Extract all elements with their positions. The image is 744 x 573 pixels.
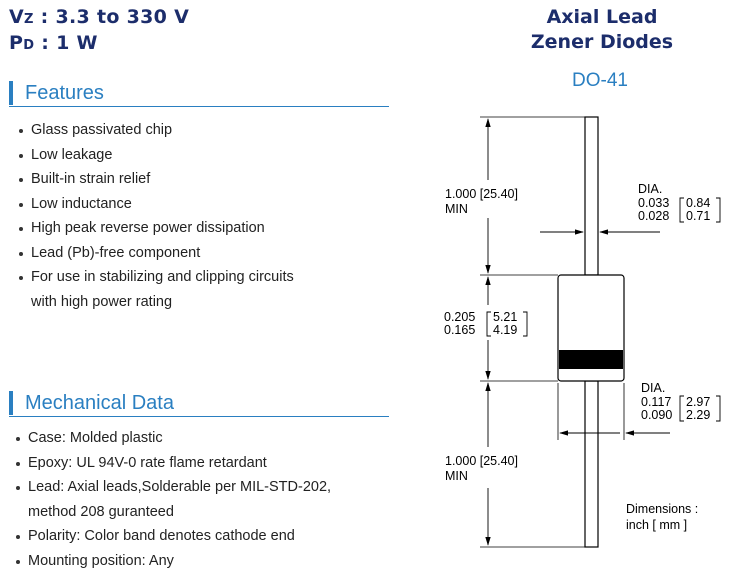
- lead-dia-inch-max: 0.033: [638, 196, 669, 210]
- pd-symbol: P: [9, 32, 24, 54]
- features-list: Glass passivated chip Low leakage Built-…: [17, 118, 294, 314]
- bullet-icon: [16, 437, 20, 441]
- title-line-1: Axial Lead: [546, 6, 658, 28]
- lead-dia-mm-max: 0.84: [686, 196, 710, 210]
- list-item: Epoxy: UL 94V-0 rate flame retardant: [14, 451, 331, 476]
- features-heading: Features: [25, 82, 104, 104]
- list-item: Mounting position: Any: [14, 549, 331, 573]
- bullet-icon: [19, 227, 23, 231]
- list-item: Case: Molded plastic: [14, 426, 331, 451]
- body-len-mm-min: 4.19: [493, 323, 517, 337]
- body-len-inch-min: 0.165: [444, 323, 475, 337]
- list-item: Lead (Pb)-free component: [17, 241, 294, 266]
- list-item: Low inductance: [17, 192, 294, 217]
- bullet-icon: [19, 178, 23, 182]
- body-dia-inch-min: 0.090: [641, 408, 672, 422]
- pd-spec: PD : 1 W: [9, 32, 98, 54]
- mm-bracket: [716, 395, 721, 422]
- bullet-icon: [19, 251, 23, 256]
- mm-bracket: [679, 395, 684, 422]
- lead-dia-label: DIA.: [638, 182, 662, 196]
- pd-subscript: D: [23, 38, 35, 53]
- features-section-header: Features: [9, 81, 389, 107]
- product-title: Axial Lead Zener Diodes: [470, 5, 734, 55]
- mm-bracket: [523, 311, 528, 337]
- list-item: High peak reverse power dissipation: [17, 216, 294, 241]
- dimensions-note: Dimensions :: [626, 502, 698, 516]
- list-item: Low leakage: [17, 143, 294, 168]
- package-name: DO-41: [572, 70, 628, 91]
- body-dia-inch-max: 0.117: [641, 395, 671, 409]
- bullet-icon: [19, 202, 23, 207]
- lead-dia-mm-min: 0.71: [686, 209, 710, 223]
- mechanical-list: Case: Molded plastic Epoxy: UL 94V-0 rat…: [14, 426, 331, 573]
- list-item: Glass passivated chip: [17, 118, 294, 143]
- section-divider: [9, 106, 389, 107]
- bullet-icon: [19, 276, 23, 280]
- bullet-icon: [16, 535, 20, 539]
- bullet-icon: [19, 129, 23, 133]
- body-dia-mm-max: 2.97: [686, 395, 710, 409]
- dimensions-units: inch [ mm ]: [626, 518, 687, 532]
- list-item: Lead: Axial leads,Solderable per MIL-STD…: [14, 475, 331, 500]
- top-lead-length: 1.000 [25.40]: [445, 187, 518, 201]
- lead-dia-inch-min: 0.028: [638, 209, 669, 223]
- bottom-lead: [584, 380, 599, 548]
- bottom-lead-length: 1.000 [25.40]: [445, 454, 518, 468]
- list-item: Built-in strain relief: [17, 167, 294, 192]
- section-divider: [9, 416, 389, 417]
- list-item-continuation: with high power rating: [31, 293, 173, 310]
- vz-subscript: Z: [24, 12, 34, 27]
- bullet-icon: [16, 486, 20, 490]
- top-lead: [584, 116, 599, 276]
- mm-bracket: [716, 197, 721, 223]
- body-dia-mm-min: 2.29: [686, 408, 710, 422]
- vz-spec: VZ : 3.3 to 330 V: [9, 6, 189, 28]
- pd-value: : 1 W: [41, 32, 98, 54]
- body-len-mm-max: 5.21: [493, 310, 517, 324]
- bullet-icon: [19, 153, 23, 158]
- bullet-icon: [16, 559, 20, 564]
- section-accent-bar: [9, 81, 13, 105]
- mm-bracket: [679, 197, 684, 223]
- vz-value: : 3.3 to 330 V: [40, 6, 190, 28]
- list-item: For use in stabilizing and clipping circ…: [17, 265, 294, 290]
- mm-bracket: [486, 311, 491, 337]
- body-dia-label: DIA.: [641, 381, 665, 395]
- section-accent-bar: [9, 391, 13, 415]
- body-len-inch-max: 0.205: [444, 310, 475, 324]
- title-line-2: Zener Diodes: [530, 31, 674, 53]
- mechanical-section-header: Mechanical Data: [9, 391, 389, 417]
- list-item-continuation: method 208 guranteed: [28, 503, 174, 520]
- list-item: Polarity: Color band denotes cathode end: [14, 524, 331, 549]
- bottom-lead-min: MIN: [445, 469, 468, 483]
- cathode-band: [559, 350, 623, 369]
- mechanical-heading: Mechanical Data: [25, 392, 174, 414]
- bullet-icon: [16, 461, 20, 466]
- vz-symbol: V: [9, 6, 25, 28]
- top-lead-min: MIN: [445, 202, 468, 216]
